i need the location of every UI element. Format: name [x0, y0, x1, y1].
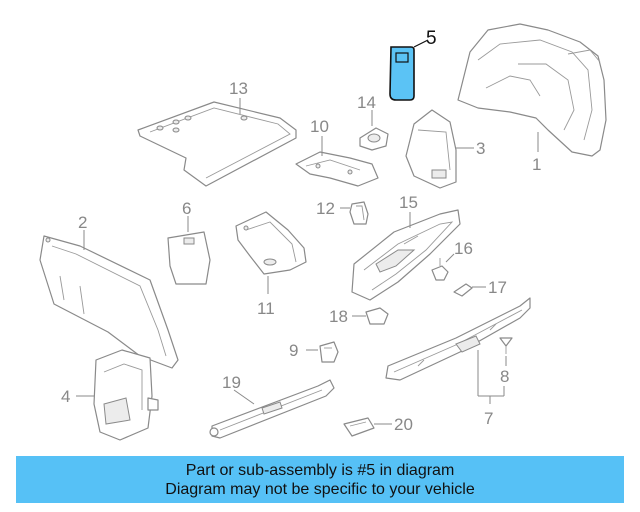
- callout-14: 14: [357, 93, 376, 112]
- part-10-bracket[interactable]: [295, 151, 379, 187]
- callout-8: 8: [500, 367, 509, 386]
- part-13-load-floor[interactable]: [137, 101, 297, 187]
- part-19-cargo-cover[interactable]: [209, 379, 335, 439]
- callout-9: 9: [289, 341, 298, 360]
- part-9-clip[interactable]: [319, 341, 339, 363]
- part-15-trim-panel[interactable]: [351, 209, 461, 301]
- part-11-bracket-plate[interactable]: [235, 211, 307, 275]
- info-banner: Part or sub-assembly is #5 in diagram Di…: [16, 456, 624, 503]
- callout-3: 3: [476, 139, 485, 158]
- part-12-clip[interactable]: [349, 201, 369, 225]
- part-8-push-clip[interactable]: [499, 337, 513, 354]
- part-20-trim-piece[interactable]: [343, 417, 375, 437]
- callout-13: 13: [229, 79, 248, 98]
- callout-7: 7: [484, 409, 493, 428]
- callout-10: 10: [310, 117, 329, 136]
- callout-20: 20: [394, 415, 413, 434]
- callout-16: 16: [454, 239, 473, 258]
- callout-15: 15: [399, 193, 418, 212]
- callout-5: 5: [426, 28, 437, 49]
- callout-19: 19: [222, 373, 241, 392]
- callout-11: 11: [257, 299, 275, 318]
- part-4-storage-bin[interactable]: [93, 349, 159, 441]
- part-2-side-panel[interactable]: [39, 235, 179, 369]
- callout-18: 18: [329, 307, 348, 326]
- callout-2: 2: [78, 213, 87, 232]
- part-18-clip[interactable]: [365, 307, 389, 325]
- callout-12: 12: [316, 199, 335, 218]
- part-5-highlighted[interactable]: [389, 46, 415, 101]
- part-1-quarter-trim-panel[interactable]: [457, 23, 607, 157]
- part-16-clip[interactable]: [431, 258, 449, 281]
- part-3-side-panel[interactable]: [405, 109, 457, 189]
- part-6-panel[interactable]: [167, 231, 211, 285]
- callout-6: 6: [182, 199, 191, 218]
- part-7-sill-plate[interactable]: [385, 297, 531, 381]
- banner-line-1: Part or sub-assembly is #5 in diagram: [185, 461, 455, 479]
- banner-line-2: Diagram may not be specific to your vehi…: [165, 480, 475, 498]
- callout-4: 4: [61, 387, 70, 406]
- leader-16: [445, 253, 455, 263]
- leader-5: [413, 39, 429, 48]
- callout-17: 17: [488, 278, 507, 297]
- part-17-fastener[interactable]: [453, 283, 473, 297]
- leader-19: [233, 389, 255, 405]
- part-14-clip[interactable]: [359, 127, 389, 151]
- callout-1: 1: [532, 155, 541, 174]
